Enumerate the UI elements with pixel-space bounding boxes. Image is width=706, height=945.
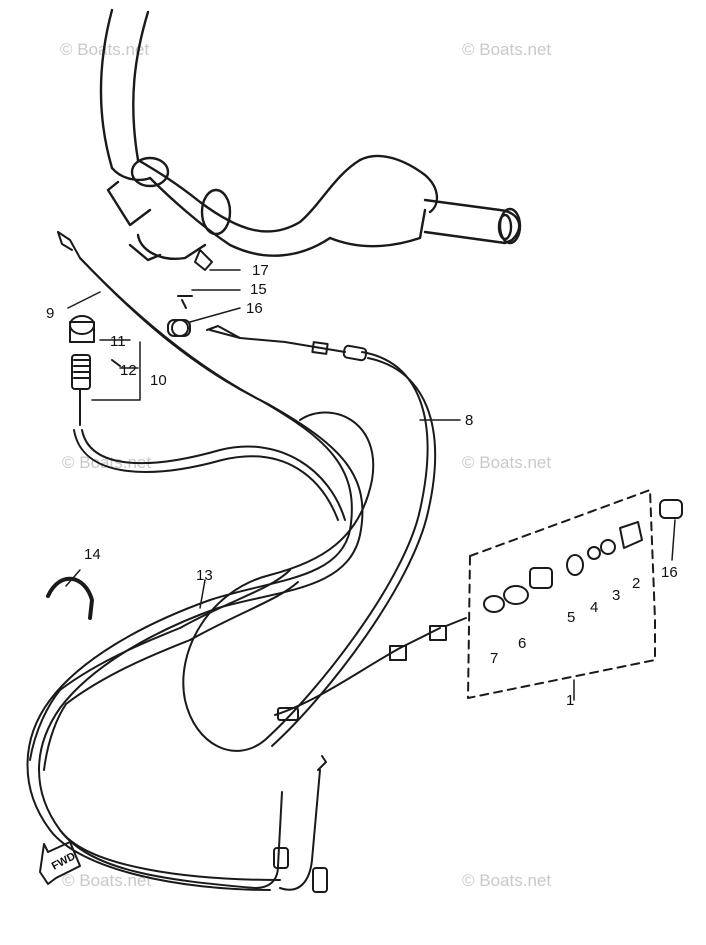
watermark: © Boats.net bbox=[62, 871, 151, 890]
callout-6: 6 bbox=[518, 635, 526, 652]
cable-clip bbox=[46, 576, 94, 620]
callout-14: 14 bbox=[84, 546, 101, 563]
adjuster-assembly bbox=[274, 489, 683, 721]
throttle-cable bbox=[182, 329, 436, 752]
callout-15: 15 bbox=[250, 281, 267, 298]
watermark: © Boats.net bbox=[462, 453, 551, 472]
callout-17: 17 bbox=[252, 262, 269, 279]
lower-cable-ends bbox=[59, 755, 328, 893]
handlebar bbox=[99, 8, 522, 262]
callout-1: 1 bbox=[566, 692, 574, 709]
callout-10: 10 bbox=[150, 372, 167, 389]
watermarks: © Boats.net © Boats.net © Boats.net © Bo… bbox=[60, 40, 551, 890]
small-parts bbox=[57, 231, 241, 426]
watermark: © Boats.net bbox=[462, 871, 551, 890]
callout-4: 4 bbox=[590, 599, 598, 616]
leader-lines bbox=[65, 269, 676, 701]
callout-11: 11 bbox=[110, 333, 126, 350]
callout-2: 2 bbox=[632, 575, 640, 592]
choke-cable bbox=[26, 231, 364, 891]
callout-labels: 1 2 3 4 5 6 7 8 9 10 11 12 13 14 15 16 1… bbox=[46, 262, 678, 709]
callout-16: 16 bbox=[661, 564, 678, 581]
callout-16: 16 bbox=[246, 300, 263, 317]
callout-3: 3 bbox=[612, 587, 620, 604]
watermark: © Boats.net bbox=[462, 40, 551, 59]
spiral-wrap bbox=[29, 569, 299, 771]
callout-8: 8 bbox=[465, 412, 473, 429]
callout-13: 13 bbox=[196, 567, 213, 584]
callout-12: 12 bbox=[120, 362, 137, 379]
callout-5: 5 bbox=[567, 609, 575, 626]
callout-9: 9 bbox=[46, 305, 54, 322]
callout-7: 7 bbox=[490, 650, 498, 667]
watermark: © Boats.net bbox=[62, 453, 151, 472]
